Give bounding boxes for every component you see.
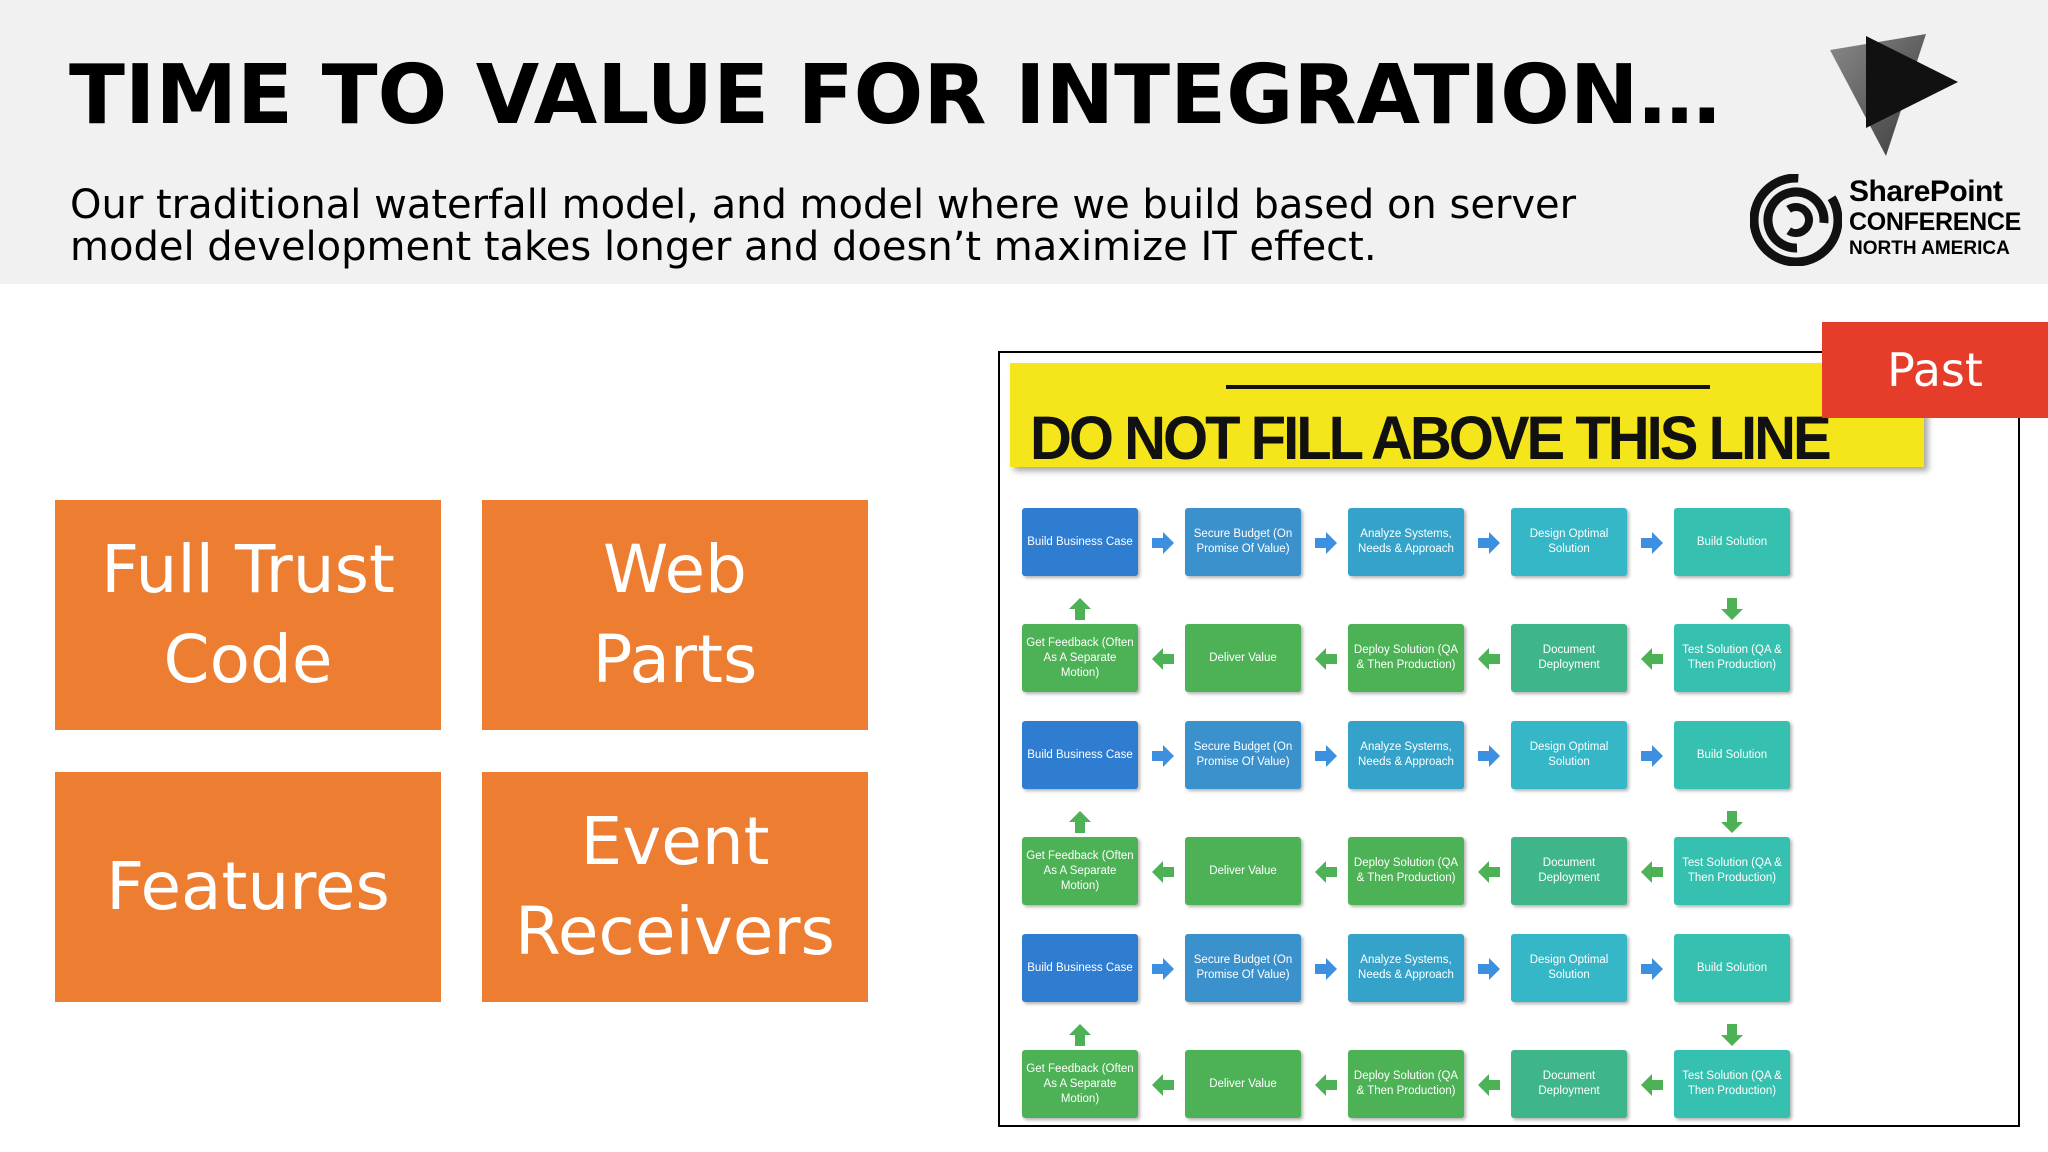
logo-line-3: NORTH AMERICA xyxy=(1849,238,2010,259)
flow-arrow-down-icon xyxy=(1721,598,1743,620)
flow-arrow-left-icon xyxy=(1641,648,1663,670)
flow-arrow-left-icon xyxy=(1315,1074,1337,1096)
flow-step-box: Build Business Case xyxy=(1022,934,1138,1002)
flow-step-box: Test Solution (QA & Then Production) xyxy=(1674,837,1790,905)
banner-rule xyxy=(1226,385,1710,389)
flow-arrow-right-icon xyxy=(1478,745,1500,767)
flow-step-box: Analyze Systems, Needs & Approach xyxy=(1348,934,1464,1002)
flow-arrow-right-icon xyxy=(1315,745,1337,767)
logo-line-1: SharePoint xyxy=(1849,175,2003,208)
slide-subtitle: Our traditional waterfall model, and mod… xyxy=(70,182,1577,270)
flow-step-box: Secure Budget (On Promise Of Value) xyxy=(1185,508,1301,576)
flow-arrow-up-icon xyxy=(1069,1024,1091,1046)
play-triangle-icon xyxy=(1830,34,1958,156)
flow-step-box: Deliver Value xyxy=(1185,837,1301,905)
flow-arrow-right-icon xyxy=(1152,532,1174,554)
flow-arrow-right-icon xyxy=(1478,958,1500,980)
tile-event-receivers: Event Receivers xyxy=(482,772,868,1002)
flow-arrow-right-icon xyxy=(1478,532,1500,554)
flow-step-box: Test Solution (QA & Then Production) xyxy=(1674,1050,1790,1118)
flow-step-box: Build Business Case xyxy=(1022,721,1138,789)
flow-arrow-right-icon xyxy=(1641,745,1663,767)
flow-arrow-down-icon xyxy=(1721,811,1743,833)
slide-title: TIME TO VALUE FOR INTEGRATION… xyxy=(69,48,1721,143)
flow-step-box: Analyze Systems, Needs & Approach xyxy=(1348,508,1464,576)
flow-step-box: Deliver Value xyxy=(1185,1050,1301,1118)
flow-step-box: Build Business Case xyxy=(1022,508,1138,576)
flow-step-box: Deploy Solution (QA & Then Production) xyxy=(1348,837,1464,905)
flow-arrow-right-icon xyxy=(1152,745,1174,767)
flow-step-box: Design Optimal Solution xyxy=(1511,721,1627,789)
flow-arrow-right-icon xyxy=(1315,532,1337,554)
header-band xyxy=(0,0,2048,284)
flow-arrow-left-icon xyxy=(1478,861,1500,883)
flow-step-box: Get Feedback (Often As A Separate Motion… xyxy=(1022,1050,1138,1118)
flow-step-box: Document Deployment xyxy=(1511,624,1627,692)
past-badge: Past xyxy=(1822,322,2048,418)
flow-step-box: Build Solution xyxy=(1674,508,1790,576)
flow-step-box: Secure Budget (On Promise Of Value) xyxy=(1185,721,1301,789)
flow-step-box: Document Deployment xyxy=(1511,1050,1627,1118)
flow-arrow-up-icon xyxy=(1069,811,1091,833)
flow-step-box: Deliver Value xyxy=(1185,624,1301,692)
flow-step-box: Design Optimal Solution xyxy=(1511,934,1627,1002)
flow-arrow-left-icon xyxy=(1478,648,1500,670)
tile-label-line: Receivers xyxy=(515,893,835,970)
flow-arrow-left-icon xyxy=(1641,861,1663,883)
tile-label-line: Features xyxy=(106,848,390,925)
flow-step-box: Document Deployment xyxy=(1511,837,1627,905)
flow-arrow-right-icon xyxy=(1641,532,1663,554)
tile-label-line: Event xyxy=(580,803,770,880)
tile-full-trust-code: Full Trust Code xyxy=(55,500,441,730)
banner-text: DO NOT FILL ABOVE THIS LINE xyxy=(1030,404,1832,473)
logo-line-2: CONFERENCE xyxy=(1849,208,2022,236)
flow-arrow-left-icon xyxy=(1315,861,1337,883)
flow-arrow-right-icon xyxy=(1315,958,1337,980)
flow-arrow-right-icon xyxy=(1641,958,1663,980)
yellow-banner: DO NOT FILL ABOVE THIS LINE xyxy=(1010,363,1924,473)
tile-label-line: Code xyxy=(163,621,333,698)
flow-step-box: Deploy Solution (QA & Then Production) xyxy=(1348,1050,1464,1118)
flow-arrow-left-icon xyxy=(1641,1074,1663,1096)
flow-step-box: Get Feedback (Often As A Separate Motion… xyxy=(1022,624,1138,692)
flow-step-box: Secure Budget (On Promise Of Value) xyxy=(1185,934,1301,1002)
flow-arrow-down-icon xyxy=(1721,1024,1743,1046)
tile-label-line: Web xyxy=(603,531,747,608)
flow-step-box: Deploy Solution (QA & Then Production) xyxy=(1348,624,1464,692)
tile-web-parts: Web Parts xyxy=(482,500,868,730)
flow-step-box: Test Solution (QA & Then Production) xyxy=(1674,624,1790,692)
flow-arrow-left-icon xyxy=(1152,1074,1174,1096)
conference-logo-text: SharePoint CONFERENCE NORTH AMERICA xyxy=(1849,176,2025,262)
tile-features: Features xyxy=(55,772,441,1002)
swirl-icon xyxy=(1750,174,1842,266)
waterfall-process-image: DO NOT FILL ABOVE THIS LINE Build Busine… xyxy=(998,351,2020,1127)
flow-step-box: Design Optimal Solution xyxy=(1511,508,1627,576)
flow-step-box: Build Solution xyxy=(1674,934,1790,1002)
flow-step-box: Analyze Systems, Needs & Approach xyxy=(1348,721,1464,789)
flow-arrow-left-icon xyxy=(1315,648,1337,670)
flow-arrow-left-icon xyxy=(1152,648,1174,670)
flow-arrow-right-icon xyxy=(1152,958,1174,980)
flow-arrow-up-icon xyxy=(1069,598,1091,620)
flow-arrow-left-icon xyxy=(1152,861,1174,883)
tile-label-line: Parts xyxy=(592,621,758,698)
flow-arrow-left-icon xyxy=(1478,1074,1500,1096)
tile-label-line: Full Trust xyxy=(101,531,395,608)
flow-step-box: Get Feedback (Often As A Separate Motion… xyxy=(1022,837,1138,905)
flow-step-box: Build Solution xyxy=(1674,721,1790,789)
